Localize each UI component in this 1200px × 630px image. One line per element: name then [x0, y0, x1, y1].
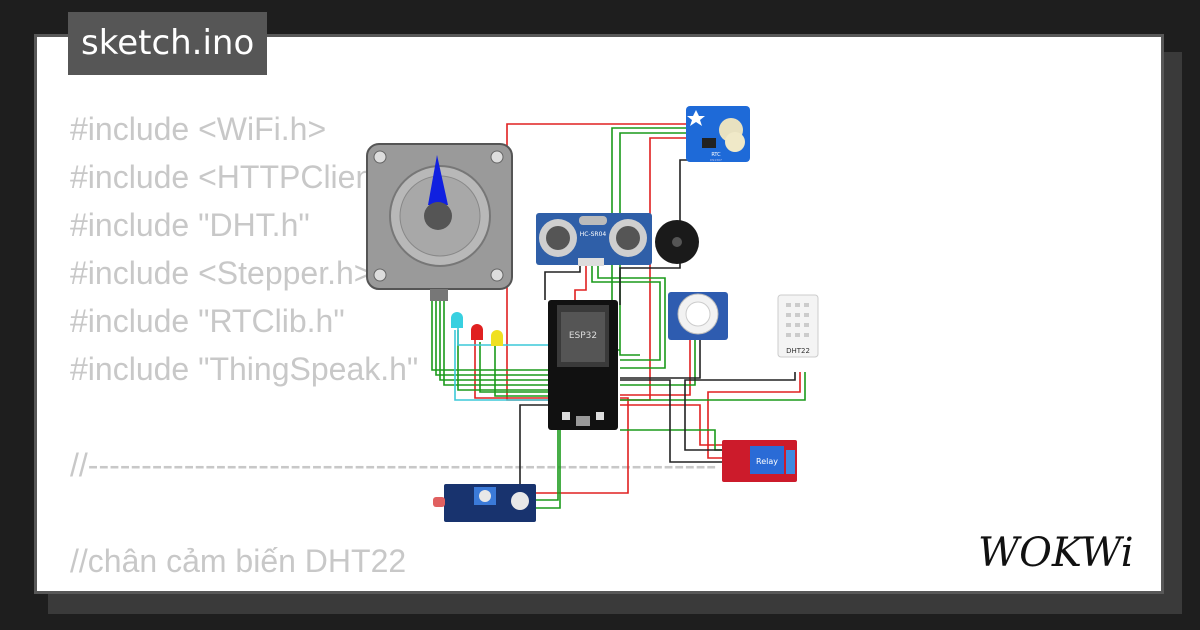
photoresistor-module[interactable] [433, 484, 536, 522]
wokwi-logo-text: WOKWi [978, 530, 1134, 576]
file-tab[interactable]: sketch.ino [68, 12, 268, 75]
code-line: //--------------------------------------… [70, 447, 717, 483]
dht22-sensor[interactable]: DHT22 [777, 294, 819, 358]
code-line: #include "RTClib.h" [70, 303, 345, 339]
stepper-motor-icon[interactable] [366, 143, 513, 301]
code-line: #include "DHT.h" [70, 207, 310, 243]
rtc-label: RTC [711, 152, 721, 158]
ultrasonic-label: HC-SR04 [580, 231, 607, 238]
code-line: #include <Stepper.h> [70, 255, 373, 291]
dht-label: DHT22 [786, 347, 810, 355]
buzzer-icon[interactable] [655, 220, 699, 264]
rtc-module[interactable]: RTC DS1307 [686, 106, 750, 162]
wokwi-logo-icon: WOKWi [978, 530, 1134, 576]
code-line: #include <WiFi.h> [70, 111, 327, 147]
esp32-label: ESP32 [569, 331, 597, 341]
ultrasonic-sensor[interactable]: HC-SR04 [536, 213, 652, 266]
code-line: #include "ThingSpeak.h" [70, 351, 419, 387]
code-line: //chân cảm biến DHT22 [70, 543, 407, 579]
led-icon[interactable] [451, 312, 503, 346]
esp32-board[interactable]: ESP32 [548, 300, 618, 430]
code-block: #include <WiFi.h> #include <HTTPClient.h… [70, 105, 717, 591]
relay-module[interactable]: Relay [722, 440, 797, 482]
rtc-sub-label: DS1307 [710, 158, 722, 162]
relay-label: Relay [756, 457, 778, 466]
pir-sensor-icon[interactable] [668, 292, 728, 340]
